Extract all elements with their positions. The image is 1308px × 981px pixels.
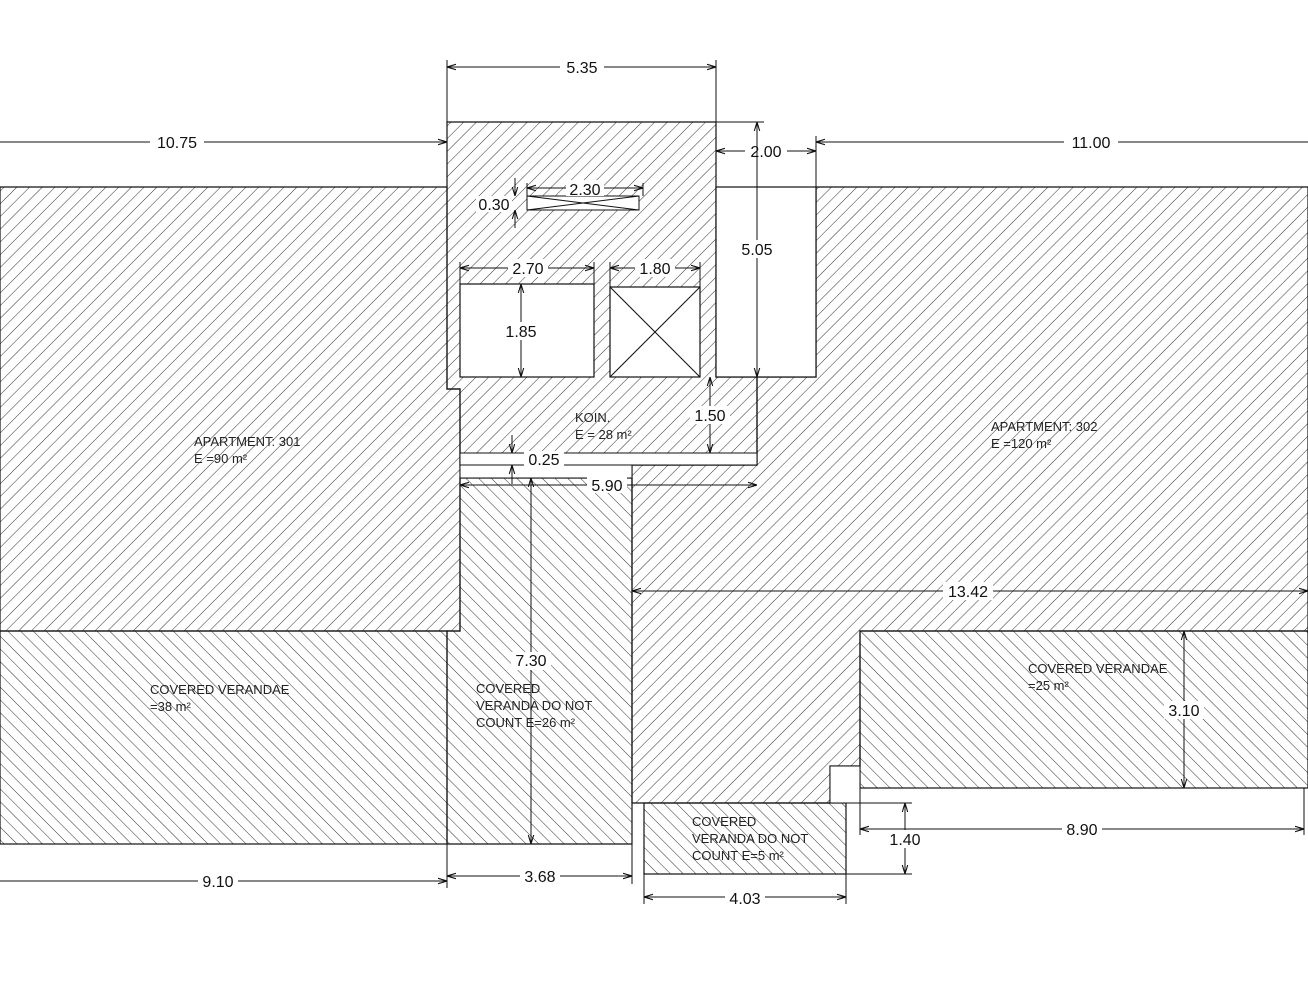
label-apartment-301: APARTMENT: 301 E =90 m² bbox=[194, 434, 300, 466]
label-koin: KOIN. E = 28 m² bbox=[575, 410, 632, 442]
svg-text:APARTMENT: 301: APARTMENT: 301 bbox=[194, 434, 300, 449]
svg-text:2.30: 2.30 bbox=[569, 182, 600, 199]
svg-text:=25 m²: =25 m² bbox=[1028, 678, 1069, 693]
dimension-1-85: 1.85 bbox=[501, 284, 541, 377]
svg-text:VERANDA DO NOT: VERANDA DO NOT bbox=[692, 831, 808, 846]
dimension-13-42: 13.42 bbox=[632, 582, 1308, 601]
dimension-10-75: 10.75 bbox=[0, 133, 447, 152]
apartment-301-area bbox=[0, 186, 461, 632]
dimension-2-00: 2.00 bbox=[716, 142, 816, 161]
svg-text:1.40: 1.40 bbox=[889, 832, 920, 849]
svg-text:11.00: 11.00 bbox=[1072, 135, 1111, 152]
dimension-7-30: 7.30 bbox=[511, 478, 551, 844]
lift-shaft bbox=[609, 286, 701, 378]
svg-text:1.50: 1.50 bbox=[694, 408, 725, 425]
light-well bbox=[715, 186, 817, 378]
svg-text:COVERED VERANDAE: COVERED VERANDAE bbox=[1028, 661, 1168, 676]
svg-text:COVERED VERANDAE: COVERED VERANDAE bbox=[150, 682, 290, 697]
svg-text:3.10: 3.10 bbox=[1168, 703, 1199, 720]
svg-text:8.90: 8.90 bbox=[1066, 822, 1097, 839]
dimension-0-25: 0.25 bbox=[512, 435, 564, 484]
svg-text:KOIN.: KOIN. bbox=[575, 410, 610, 425]
svg-text:VERANDA DO NOT: VERANDA DO NOT bbox=[476, 698, 592, 713]
svg-text:2.00: 2.00 bbox=[750, 144, 781, 161]
veranda-small-area bbox=[643, 802, 847, 875]
dimension-1-50: 1.50 bbox=[690, 377, 730, 453]
svg-text:2.70: 2.70 bbox=[512, 261, 543, 278]
label-veranda-right: COVERED VERANDAE =25 m² bbox=[1028, 661, 1168, 693]
dimension-2-70: 2.70 bbox=[459, 259, 595, 284]
svg-text:4.03: 4.03 bbox=[729, 891, 760, 908]
svg-text:13.42: 13.42 bbox=[948, 584, 988, 601]
svg-text:7.30: 7.30 bbox=[515, 653, 546, 670]
veranda-right-area bbox=[859, 630, 1308, 789]
dimension-3-10: 3.10 bbox=[1164, 631, 1204, 788]
svg-text:3.68: 3.68 bbox=[524, 869, 555, 886]
svg-text:E =120 m²: E =120 m² bbox=[991, 436, 1052, 451]
svg-text:5.05: 5.05 bbox=[741, 242, 772, 259]
svg-text:0.30: 0.30 bbox=[478, 197, 509, 214]
svg-text:COUNT E=5 m²: COUNT E=5 m² bbox=[692, 848, 785, 863]
dimension-5-05: 5.05 bbox=[716, 121, 777, 377]
dimension-3-68: 3.68 bbox=[447, 844, 633, 886]
svg-text:COVERED: COVERED bbox=[476, 681, 540, 696]
svg-text:5.35: 5.35 bbox=[566, 60, 597, 77]
svg-text:COVERED: COVERED bbox=[692, 814, 756, 829]
dimension-9-10: 9.10 bbox=[0, 844, 448, 891]
dimension-0-30: 0.30 bbox=[476, 178, 515, 228]
label-apartment-302: APARTMENT: 302 E =120 m² bbox=[991, 419, 1097, 451]
svg-text:=38 m²: =38 m² bbox=[150, 699, 191, 714]
dimension-5-90: 5.90 bbox=[460, 477, 757, 495]
svg-text:5.90: 5.90 bbox=[591, 478, 622, 495]
svg-text:E = 28 m²: E = 28 m² bbox=[575, 427, 632, 442]
svg-text:1.80: 1.80 bbox=[639, 261, 670, 278]
svg-text:0.25: 0.25 bbox=[528, 452, 559, 469]
dimension-2-30: 2.30 bbox=[526, 180, 644, 199]
dimension-11-00: 11.00 bbox=[815, 133, 1308, 187]
dimension-1-80: 1.80 bbox=[609, 259, 701, 287]
svg-text:APARTMENT: 302: APARTMENT: 302 bbox=[991, 419, 1097, 434]
label-veranda-left: COVERED VERANDAE =38 m² bbox=[150, 682, 290, 714]
dimension-4-03: 4.03 bbox=[643, 874, 847, 908]
dimension-5-35: 5.35 bbox=[446, 58, 717, 122]
column-notch bbox=[829, 765, 861, 804]
label-veranda-small: COVERED VERANDA DO NOT COUNT E=5 m² bbox=[692, 814, 808, 863]
dimension-8-90: 8.90 bbox=[859, 788, 1305, 839]
svg-text:10.75: 10.75 bbox=[157, 135, 197, 152]
svg-text:9.10: 9.10 bbox=[202, 874, 233, 891]
corridor-strip bbox=[459, 452, 758, 466]
svg-text:COUNT E=26 m²: COUNT E=26 m² bbox=[476, 715, 576, 730]
veranda-left-area bbox=[0, 630, 448, 845]
svg-text:E =90 m²: E =90 m² bbox=[194, 451, 248, 466]
dimension-1-40: 1.40 bbox=[846, 802, 925, 875]
svg-text:1.85: 1.85 bbox=[505, 324, 536, 341]
